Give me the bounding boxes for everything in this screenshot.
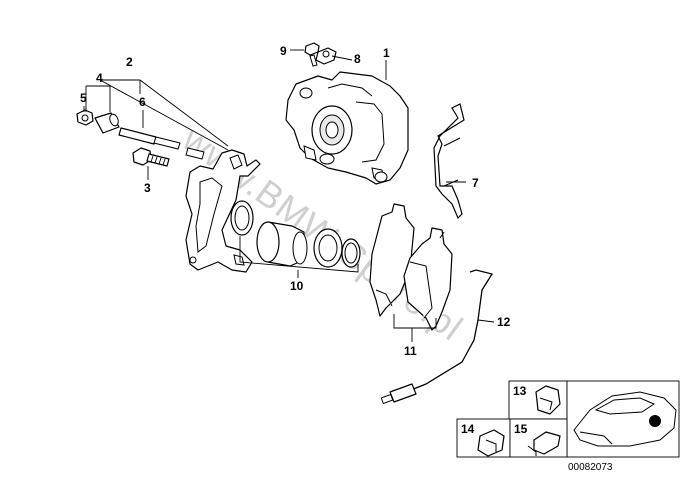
label-2: 2 <box>126 55 133 69</box>
label-1: 1 <box>383 46 390 60</box>
part-14-clip[interactable] <box>477 429 505 457</box>
guide-pin-end <box>185 147 205 160</box>
part-15-clip[interactable] <box>527 431 561 456</box>
part-3-bolt[interactable] <box>132 147 170 167</box>
location-marker-icon <box>649 415 661 427</box>
label-14: 14 <box>461 422 475 436</box>
part-labels: 1 2 3 4 5 6 7 8 9 10 11 12 <box>80 44 511 358</box>
part-13-clip[interactable] <box>535 385 561 415</box>
part-5-nut[interactable] <box>76 109 94 126</box>
leader-lines <box>83 49 495 342</box>
label-6: 6 <box>139 95 146 109</box>
part-9-bleeder-screw[interactable] <box>304 42 320 67</box>
car-silhouette-icon <box>573 391 677 447</box>
part-6-guide-pin[interactable] <box>118 127 181 150</box>
inset-panel: 13 14 15 00082073 <box>456 380 680 473</box>
label-8: 8 <box>354 52 361 66</box>
part-1-caliper-housing[interactable] <box>285 71 409 185</box>
label-4: 4 <box>96 71 103 85</box>
reference-code: 00082073 <box>568 462 613 473</box>
label-5: 5 <box>80 91 87 105</box>
part-7-spring[interactable] <box>433 103 465 220</box>
part-2-caliper-carrier[interactable] <box>185 149 261 273</box>
part-8-bleeder-cap[interactable] <box>315 47 337 65</box>
part-4-sleeve[interactable] <box>94 112 120 134</box>
label-3: 3 <box>144 181 151 195</box>
label-12: 12 <box>497 315 511 329</box>
part-11-brake-pads[interactable] <box>369 203 453 331</box>
label-7: 7 <box>472 176 479 190</box>
label-9: 9 <box>280 44 287 58</box>
part-10-piston-seals[interactable] <box>230 200 361 268</box>
label-13: 13 <box>513 384 527 398</box>
label-10: 10 <box>290 279 304 293</box>
label-11: 11 <box>404 344 417 358</box>
label-15: 15 <box>514 422 528 436</box>
